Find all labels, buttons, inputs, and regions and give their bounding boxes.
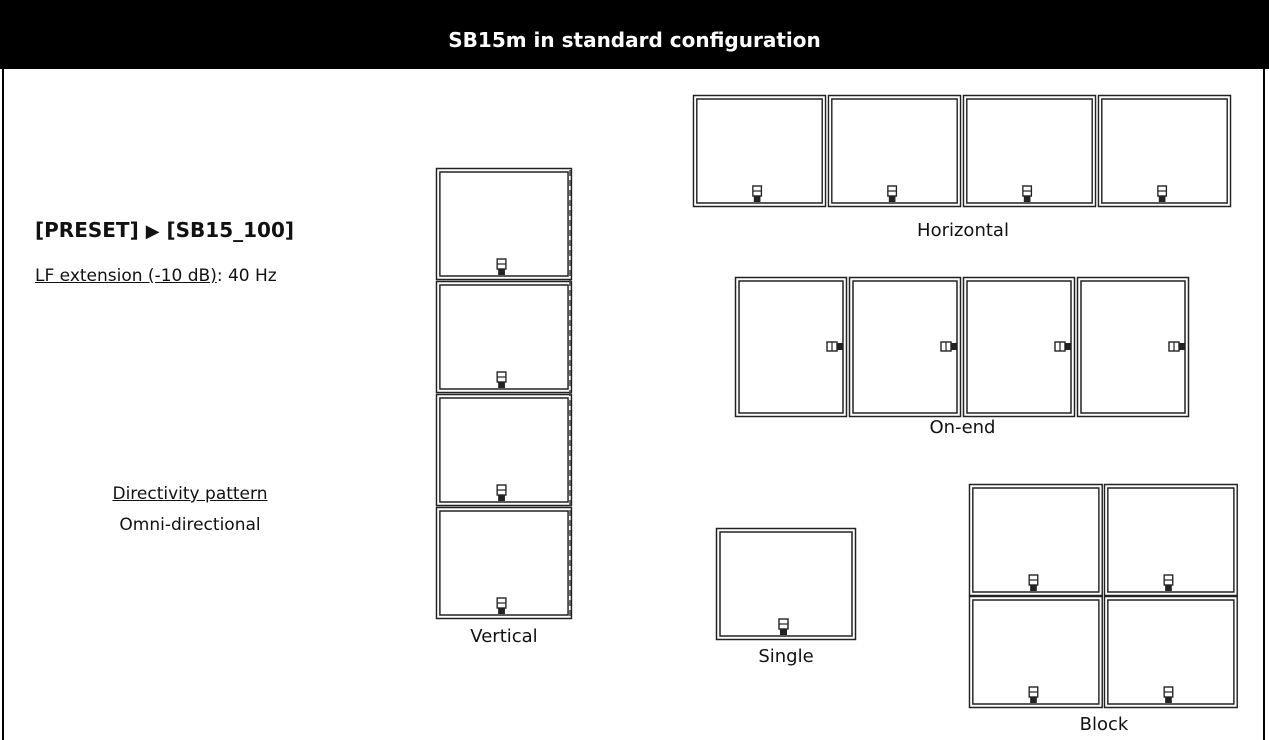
header-bar bbox=[0, 0, 1269, 69]
cabinet-icon bbox=[962, 94, 1097, 208]
on-end-row bbox=[734, 276, 1190, 418]
horizontal-row bbox=[692, 94, 1232, 208]
block-array bbox=[968, 483, 1238, 709]
cabinet-icon bbox=[435, 506, 573, 620]
lf-extension-line: LF extension (-10 dB): 40 Hz bbox=[35, 266, 277, 286]
caption-vertical: Vertical bbox=[470, 626, 538, 647]
vertical-stack bbox=[435, 167, 573, 620]
cabinet-icon bbox=[734, 276, 848, 418]
cabinet-icon bbox=[692, 94, 827, 208]
single-cabinet bbox=[715, 527, 857, 641]
directivity-title: Directivity pattern bbox=[112, 484, 268, 504]
cabinet-icon bbox=[827, 94, 962, 208]
cabinet-icon bbox=[1103, 483, 1238, 597]
caption-single: Single bbox=[758, 646, 814, 667]
preset-label: [PRESET] bbox=[35, 218, 139, 242]
cabinet-icon bbox=[848, 276, 962, 418]
cabinet-icon bbox=[1097, 94, 1232, 208]
cabinet-icon bbox=[435, 167, 573, 281]
cabinet-icon bbox=[1103, 595, 1238, 709]
lf-extension-label: LF extension (-10 dB) bbox=[35, 266, 217, 286]
cabinet-icon bbox=[1076, 276, 1190, 418]
cabinet-icon bbox=[435, 280, 573, 394]
cabinet-icon bbox=[715, 527, 857, 641]
cabinet-icon bbox=[962, 276, 1076, 418]
preset-line: [PRESET] ▶ [SB15_100] bbox=[35, 218, 294, 242]
play-arrow-icon: ▶ bbox=[145, 221, 160, 242]
lf-extension-value: : 40 Hz bbox=[216, 266, 277, 286]
caption-horizontal: Horizontal bbox=[917, 220, 1009, 241]
page-title: SB15m in standard configuration bbox=[448, 28, 821, 52]
directivity-value: Omni-directional bbox=[119, 515, 261, 535]
cabinet-icon bbox=[435, 393, 573, 507]
cabinet-icon bbox=[968, 595, 1103, 709]
preset-value: [SB15_100] bbox=[166, 218, 295, 242]
cabinet-icon bbox=[968, 483, 1103, 597]
caption-block: Block bbox=[1079, 714, 1129, 735]
caption-on-end: On-end bbox=[929, 417, 996, 438]
